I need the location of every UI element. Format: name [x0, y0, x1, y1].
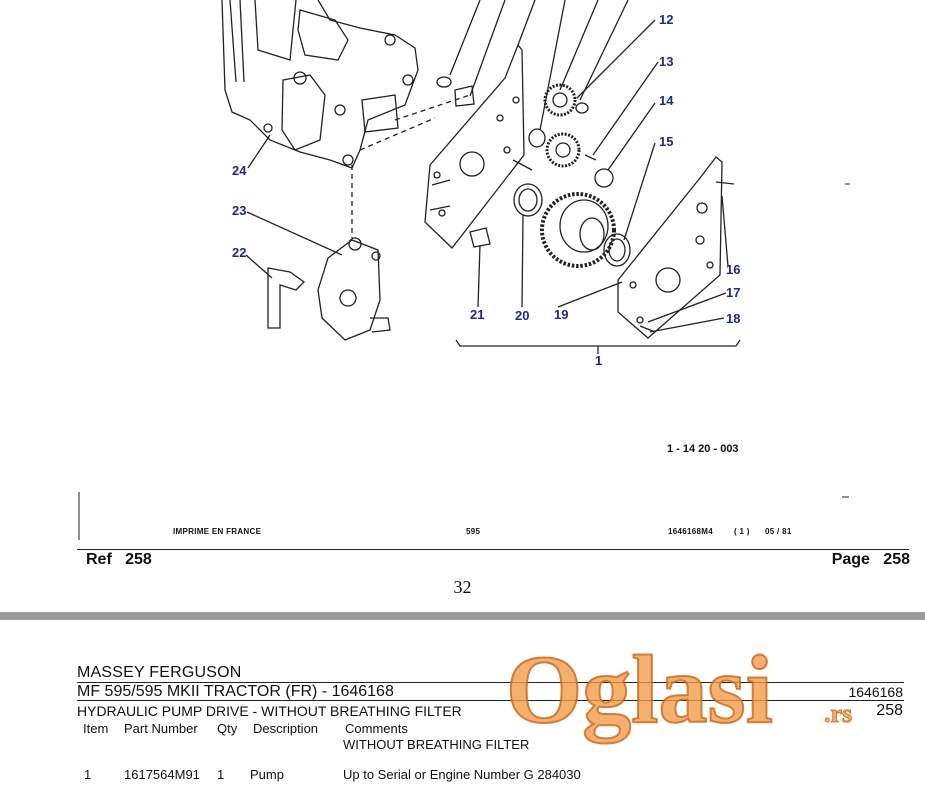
page-label: Page 258 — [832, 551, 910, 569]
callout-19: 19 — [554, 307, 569, 322]
model-title: MF 595/595 MKII TRACTOR (FR) - 1646168 — [77, 683, 394, 700]
column-header-part-number: Part Number — [124, 721, 198, 736]
page-number: 32 — [453, 577, 472, 597]
brand-title: MASSEY FERGUSON — [77, 664, 242, 681]
callout-13: 13 — [659, 54, 674, 69]
row-qty: 1 — [217, 767, 225, 782]
row-description: Pump — [250, 767, 284, 782]
comment-note: WITHOUT BREATHING FILTER — [343, 737, 530, 752]
exploded-parts-diagram — [78, 0, 850, 540]
callout-14: 14 — [659, 93, 674, 108]
header-rule-2 — [77, 700, 904, 701]
page-value: 258 — [883, 551, 910, 568]
callout-24: 24 — [232, 163, 247, 178]
watermark-suffix: .rs — [824, 699, 852, 728]
column-header-qty: Qty — [217, 721, 238, 736]
column-header-item: Item — [83, 721, 109, 736]
callout-22: 22 — [232, 245, 247, 260]
ref-value: 258 — [125, 551, 152, 568]
column-header-comments: Comments — [345, 721, 408, 736]
callout-17: 17 — [726, 285, 741, 300]
column-header-description: Description — [253, 721, 319, 736]
oglasi-watermark-logo: Oglasi .rs — [506, 635, 853, 745]
ref-divider — [77, 549, 909, 550]
header-rule-1 — [77, 682, 904, 683]
footer-printed-in: IMPRIME EN FRANCE — [173, 527, 262, 536]
page-separator — [0, 612, 925, 620]
section-title: HYDRAULIC PUMP DRIVE - WITHOUT BREATHING… — [77, 703, 462, 719]
callout-1: 1 — [595, 353, 603, 368]
callout-23: 23 — [232, 203, 247, 218]
callout-12: 12 — [659, 12, 674, 27]
ref-label-text: Ref — [86, 551, 112, 568]
callout-21: 21 — [470, 307, 485, 322]
callout-18: 18 — [726, 311, 741, 326]
row-comments: Up to Serial or Engine Number G 284030 — [343, 767, 581, 782]
callout-20: 20 — [515, 308, 530, 323]
drawing-code: 1 - 14 20 - 003 — [667, 443, 739, 455]
footer-part-ref: 1646168M4 — [668, 527, 713, 536]
callout-15: 15 — [659, 134, 674, 149]
footer-date: 05 / 81 — [765, 527, 792, 536]
model-code: 1646168 — [848, 684, 903, 700]
row-item: 1 — [84, 767, 92, 782]
row-part-number: 1617564M91 — [124, 767, 200, 782]
footer-sheet: ( 1 ) — [734, 527, 750, 536]
page-label-text: Page — [831, 551, 870, 568]
callout-16: 16 — [726, 262, 741, 277]
ref-label: Ref 258 — [86, 551, 152, 569]
section-ref: 258 — [876, 702, 903, 719]
watermark-text: Oglasi — [506, 636, 773, 744]
footer-model: 595 — [466, 527, 481, 536]
catalog-page-lower: MASSEY FERGUSON MF 595/595 MKII TRACTOR … — [0, 620, 925, 786]
catalog-page-upper: 12 13 14 15 16 17 18 1 19 20 21 22 23 24… — [77, 0, 910, 597]
